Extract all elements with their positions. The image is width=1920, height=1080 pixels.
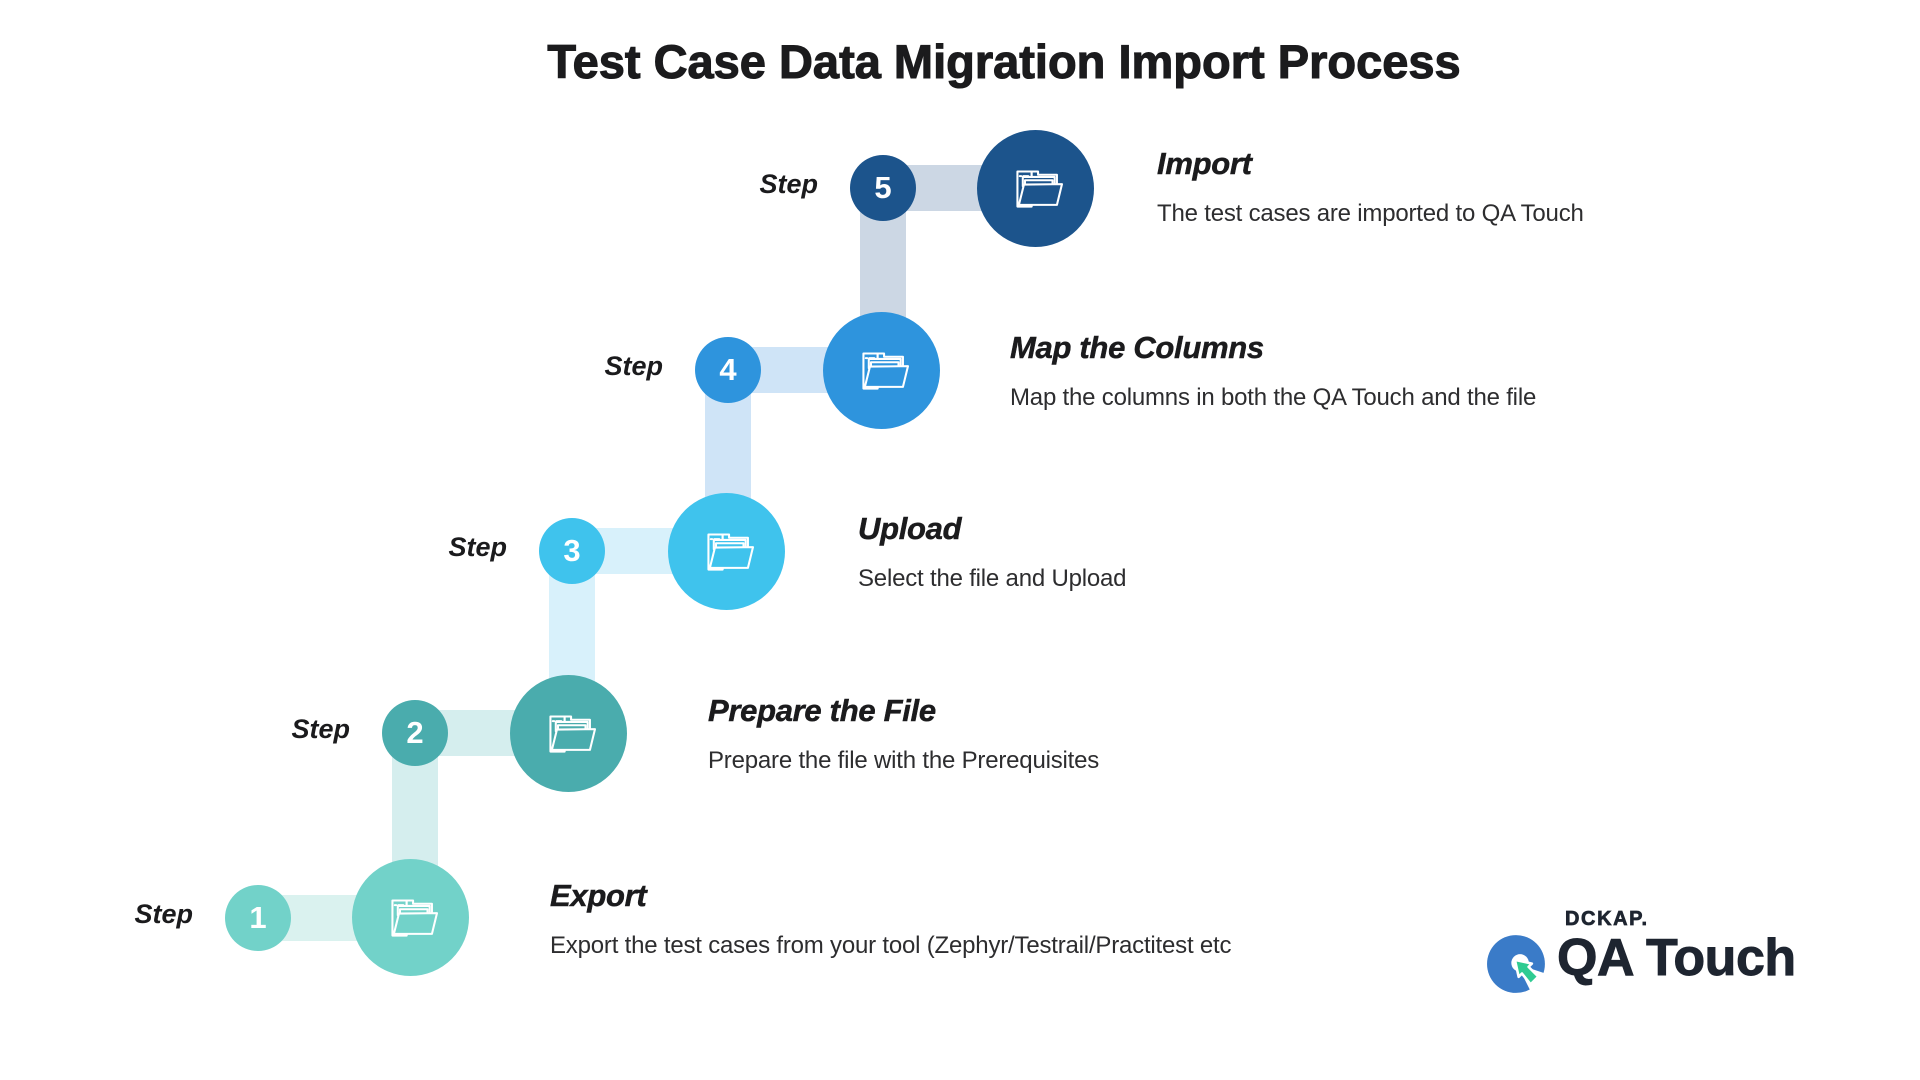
step2-title: Prepare the File — [708, 693, 937, 729]
open-folder-icon — [823, 312, 940, 429]
open-folder-icon — [977, 130, 1094, 247]
step1-number: 1 — [249, 900, 267, 935]
step3-title: Upload — [858, 511, 962, 547]
step1-title: Export — [550, 878, 647, 914]
step3-number: 3 — [563, 533, 581, 568]
open-folder-icon — [668, 493, 785, 610]
step2-number: 2 — [406, 715, 424, 750]
qa-touch-wordmark: QA Touch — [1557, 929, 1797, 988]
step2-label: Step — [291, 714, 350, 744]
page-title: Test Case Data Migration Import Process — [547, 34, 1461, 88]
open-folder-icon — [352, 859, 469, 976]
step5-title: Import — [1157, 146, 1252, 182]
step3-number-badge: 3 — [539, 518, 605, 584]
step4-number-badge: 4 — [695, 337, 761, 403]
step4-label: Step — [604, 351, 663, 381]
step4-description: Map the columns in both the QA Touch and… — [1010, 384, 1537, 411]
step4-title: Map the Columns — [1010, 330, 1265, 366]
step1-label: Step — [134, 899, 193, 929]
dckap-brand-text: DCKAP. — [1565, 908, 1649, 931]
step4-number: 4 — [719, 352, 737, 387]
qa-touch-logo: DCKAP. QA Touch — [1480, 900, 1900, 1020]
step5-label: Step — [759, 169, 818, 199]
step5-number-badge: 5 — [850, 155, 916, 221]
step2-number-badge: 2 — [382, 700, 448, 766]
step2-description: Prepare the file with the Prerequisites — [708, 747, 1100, 774]
step1-number-badge: 1 — [225, 885, 291, 951]
step1-description: Export the test cases from your tool (Ze… — [550, 932, 1232, 959]
step5-number: 5 — [874, 170, 892, 205]
step3-description: Select the file and Upload — [858, 565, 1127, 592]
step3-label: Step — [448, 532, 507, 562]
open-folder-icon — [510, 675, 627, 792]
step5-description: The test cases are imported to QA Touch — [1157, 200, 1584, 227]
qa-touch-logo-mark-icon — [1487, 935, 1548, 995]
